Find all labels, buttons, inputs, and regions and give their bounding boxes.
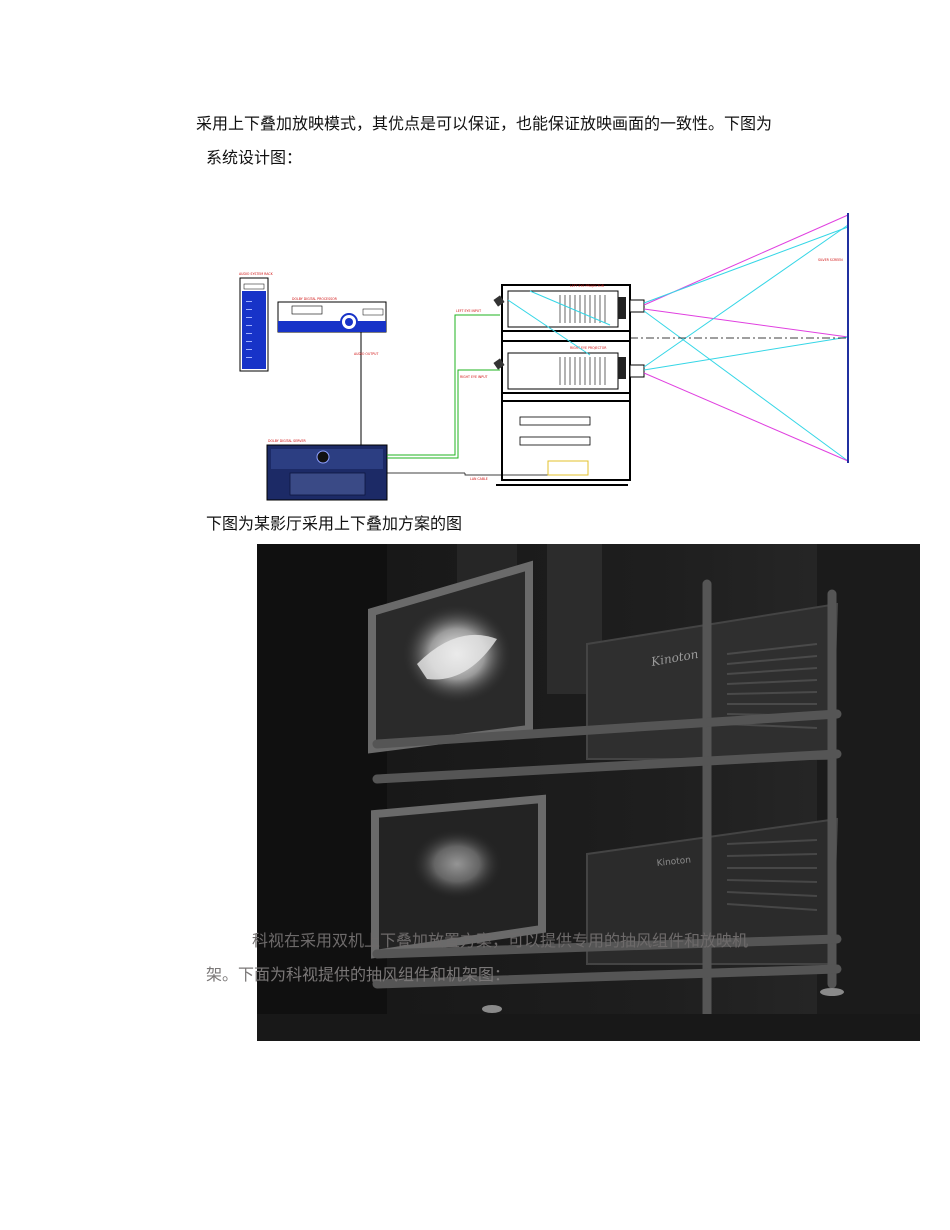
- audio-rack-label: AUDIO SYSTEM RACK: [239, 272, 274, 276]
- left-projector-label: LEFT EYE PROJECTOR: [570, 284, 605, 288]
- right-projector-label: RIGHT EYE PROJECTOR: [570, 346, 607, 350]
- lan-cable-label: LAN CABLE: [470, 477, 488, 481]
- projector-rack: [501, 284, 631, 481]
- server-label: DOLBY DIGITAL SERVER: [268, 439, 306, 443]
- projector-installation-photo: Kinoton Kinoton: [257, 544, 920, 1041]
- right-input-label: RIGHT EYE INPUT: [460, 375, 488, 379]
- paragraph2-line-1: 科视在采用双机上下叠加放置方案，可以提供专用的抽风组件和放映机: [252, 931, 749, 950]
- left-input-label: LEFT EYE INPUT: [456, 309, 481, 313]
- right-eye-projector: [507, 352, 619, 390]
- screen-label: SILVER SCREEN: [818, 258, 843, 262]
- left-eye-projector: [507, 290, 619, 328]
- system-design-diagram: AUDIO SYSTEM RACK DOLBY DIGITAL PROCESSO…: [239, 213, 849, 501]
- paragraph2-line-2: 架。下面为科视提供的抽风组件和机架图：: [206, 965, 511, 984]
- photo-caption: 下图为某影厅采用上下叠加方案的图: [206, 514, 463, 533]
- lower-brand: Kinoton: [656, 855, 691, 869]
- paragraph-line-1: 采用上下叠加放映模式，其优点是可以保证，也能保证放映画面的一致性。下图为: [196, 114, 773, 133]
- audio-output-label: AUDIO OUTPUT: [354, 352, 378, 356]
- processor-label: DOLBY DIGITAL PROCESSOR: [292, 297, 338, 301]
- paragraph-line-2: 系统设计图：: [206, 148, 303, 167]
